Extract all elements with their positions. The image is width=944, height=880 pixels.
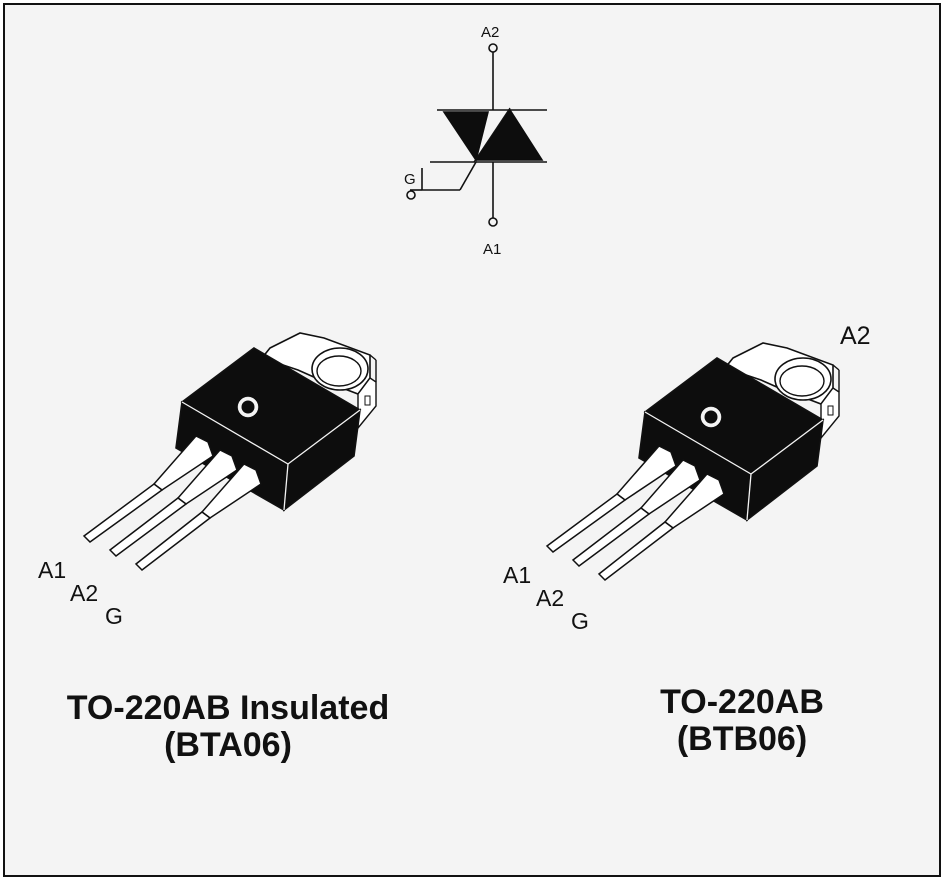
- lower-diode-triangle: [474, 108, 544, 161]
- package-bta06-pin-a1: A1: [38, 557, 66, 583]
- package-btb06-pin-g: G: [571, 608, 589, 634]
- symbol-a2-label: A2: [481, 24, 499, 41]
- anode1-terminal: [488, 162, 498, 227]
- package-btb06-drawing: [546, 342, 840, 581]
- triac-symbol: [406, 43, 547, 227]
- package-bta06-pin-g: G: [105, 603, 123, 629]
- package-bta06-caption: TO-220AB Insulated (BTA06): [36, 690, 420, 764]
- triac-diagonal: [473, 107, 511, 163]
- upper-diode-triangle: [442, 111, 490, 162]
- package-btb06-pin-a2: A2: [536, 585, 564, 611]
- symbol-a1-label: A1: [483, 241, 501, 258]
- package-btb06-caption-line2: (BTB06): [676, 720, 808, 758]
- package-bta06-drawing: [83, 332, 377, 571]
- package-btb06-caption-line1: TO-220AB: [660, 683, 824, 721]
- anode2-terminal: [488, 43, 498, 110]
- package-btb06-pin-a1: A1: [503, 562, 531, 588]
- symbol-g-label: G: [404, 171, 416, 188]
- package-bta06-pin-a2: A2: [70, 580, 98, 606]
- gate-lead: [406, 161, 477, 200]
- package-bta06-caption-line2: (BTA06): [164, 726, 292, 764]
- package-bta06-caption-line1: TO-220AB Insulated: [66, 689, 390, 727]
- package-btb06-caption: TO-220AB (BTB06): [592, 684, 892, 758]
- package-btb06-tab-a2: A2: [840, 322, 871, 350]
